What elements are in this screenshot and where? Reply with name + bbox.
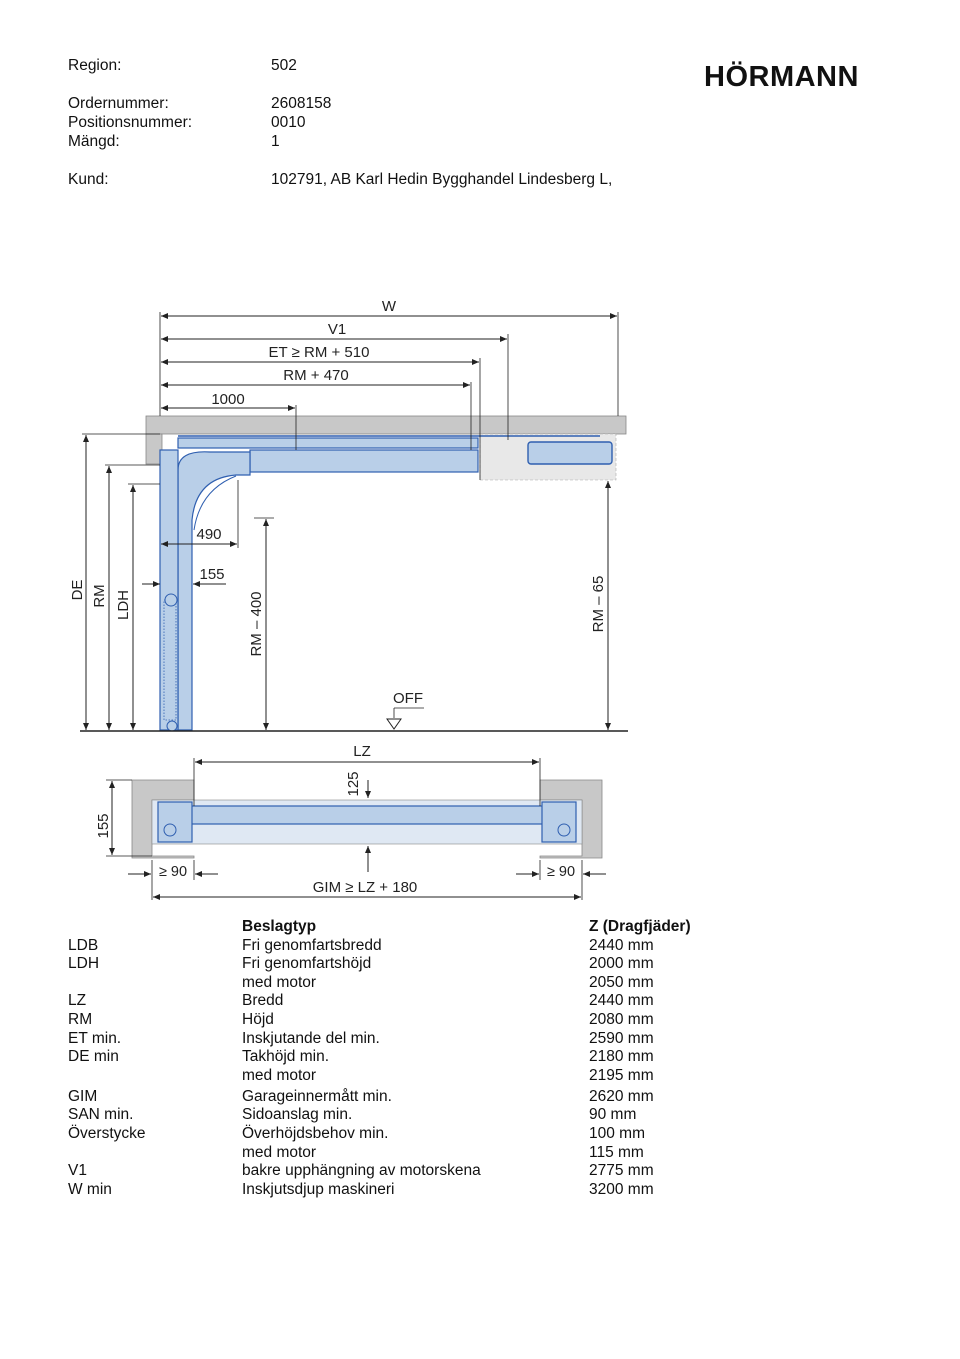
dim-gim: GIM ≥ LZ + 180 — [313, 879, 418, 896]
spec-desc: med motor — [242, 1066, 317, 1084]
spec-code: V1 — [68, 1162, 87, 1180]
region-value: 502 — [271, 57, 297, 74]
spec-desc: bakre upphängning av motorskena — [242, 1162, 481, 1180]
spec-header-desc: Beslagtyp — [242, 918, 317, 935]
spec-code: DE min — [68, 1048, 119, 1066]
spec-code: ET min. — [68, 1029, 122, 1047]
spec-value: 2440 mm — [589, 936, 654, 954]
dim-lz: LZ — [353, 743, 371, 760]
spec-desc: Inskjutande del min. — [242, 1029, 380, 1047]
dim-ldh: LDH — [115, 590, 132, 620]
spec-code: Överstycke — [68, 1124, 146, 1142]
spec-value: 2590 mm — [589, 1029, 654, 1047]
spec-desc: Fri genomfartsbredd — [242, 936, 382, 954]
spec-code: W min — [68, 1180, 112, 1198]
spec-value: 115 mm — [589, 1143, 644, 1161]
off-label: OFF — [393, 690, 423, 707]
spec-desc: Inskjutsdjup maskineri — [242, 1180, 395, 1198]
spec-value: 2775 mm — [589, 1162, 654, 1180]
spec-code: LZ — [68, 992, 87, 1010]
quantity-label: Mängd: — [68, 133, 120, 150]
spec-code: LDB — [68, 936, 99, 954]
spec-desc: Fri genomfartshöjd — [242, 955, 372, 973]
spec-value: 2195 mm — [589, 1066, 654, 1084]
dim-w: W — [382, 298, 397, 315]
spec-value: 2000 mm — [589, 955, 654, 973]
spec-value: 2180 mm — [589, 1048, 654, 1066]
customer-value: 102791, AB Karl Hedin Bygghandel Lindesb… — [271, 171, 613, 188]
spec-value: 3200 mm — [589, 1180, 654, 1198]
position-label: Positionsnummer: — [68, 114, 193, 131]
spec-value: 2050 mm — [589, 973, 654, 991]
spec-desc: med motor — [242, 973, 317, 991]
dim-90-right: ≥ 90 — [547, 864, 575, 880]
plan-section: LZ 125 155 ≥ 90 ≥ 90 GIM ≥ LZ + 180 — [95, 743, 606, 900]
spec-desc: med motor — [242, 1143, 317, 1161]
spec-desc: Sidoanslag min. — [242, 1106, 353, 1124]
spec-header-value: Z (Dragfjäder) — [589, 918, 691, 935]
dim-90-left: ≥ 90 — [159, 864, 187, 880]
spec-value: 2440 mm — [589, 992, 654, 1010]
dim-125: 125 — [345, 771, 362, 796]
dim-rm65: RM – 65 — [590, 576, 607, 633]
dim-rm470: RM + 470 — [283, 367, 348, 384]
dim-de: DE — [69, 580, 86, 601]
dim-1000: 1000 — [211, 391, 244, 408]
spec-desc: Bredd — [242, 992, 284, 1010]
spec-value: 2620 mm — [589, 1087, 654, 1105]
order-label: Ordernummer: — [68, 95, 169, 112]
dim-rm400: RM – 400 — [248, 591, 265, 656]
dim-155-side: 155 — [199, 566, 224, 583]
dim-et: ET ≥ RM + 510 — [269, 344, 370, 361]
spec-value: 100 mm — [589, 1124, 645, 1142]
spec-desc: Garageinnermått min. — [242, 1087, 392, 1105]
spec-desc: Överhöjdsbehov min. — [242, 1124, 389, 1142]
order-value: 2608158 — [271, 95, 332, 112]
spec-code: GIM — [68, 1087, 98, 1105]
spec-desc: Takhöjd min. — [242, 1048, 330, 1066]
spec-value: 2080 mm — [589, 1010, 654, 1028]
customer-label: Kund: — [68, 171, 109, 188]
quantity-value: 1 — [271, 133, 280, 150]
side-section: W V1 ET ≥ RM + 510 RM + 470 1000 DE RM L… — [69, 298, 628, 732]
spec-desc: Höjd — [242, 1010, 274, 1028]
dim-rm: RM — [91, 584, 108, 607]
region-label: Region: — [68, 57, 122, 74]
technical-drawing: W V1 ET ≥ RM + 510 RM + 470 1000 DE RM L… — [69, 298, 628, 900]
spec-code: SAN min. — [68, 1106, 134, 1124]
spec-code: RM — [68, 1010, 93, 1028]
spec-value: 90 mm — [589, 1106, 637, 1124]
dim-v1: V1 — [328, 321, 346, 338]
dim-155-plan: 155 — [95, 813, 112, 838]
dim-490: 490 — [196, 526, 221, 543]
hormann-logo: HÖRMANN — [704, 61, 859, 93]
spec-code: LDH — [68, 955, 100, 973]
position-value: 0010 — [271, 114, 306, 131]
